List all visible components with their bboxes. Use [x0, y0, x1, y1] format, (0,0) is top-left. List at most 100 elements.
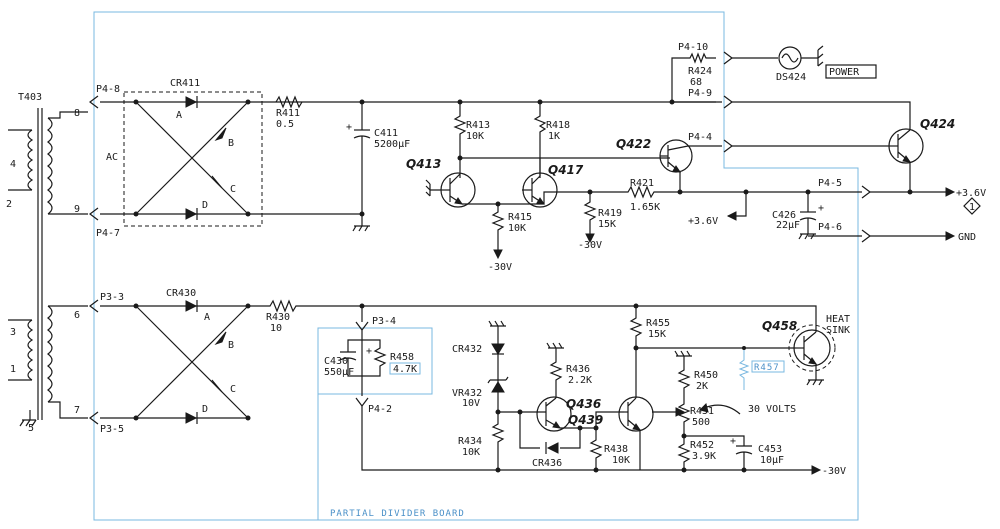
c430-value: 550µF	[324, 367, 354, 378]
c426-ref: C426	[772, 210, 796, 221]
vr432-label: VR432	[452, 388, 482, 399]
r455-ref: R455	[646, 318, 670, 329]
r413-value: 10K	[466, 131, 484, 142]
neg30v-label-1: -30V	[488, 262, 512, 273]
cr430-d-label: D	[202, 404, 208, 415]
r438-symbol	[589, 428, 603, 470]
connector-p4-6-icon	[861, 229, 871, 243]
r424-value: 68	[690, 77, 702, 88]
cr436-label: CR436	[532, 458, 562, 469]
t403-pin-5: 5	[28, 423, 34, 434]
transformer-t403	[8, 108, 88, 427]
r430-symbol	[248, 299, 362, 313]
r411-value: 0.5	[276, 119, 294, 130]
r436-symbol	[549, 356, 563, 398]
connector-p4-4-label: P4-4	[688, 132, 712, 143]
connector-p4-8-label: P4-8	[96, 84, 120, 95]
cr430-c-label: C	[230, 384, 236, 395]
r450-symbol	[677, 364, 691, 398]
c426-value: 22µF	[776, 220, 800, 231]
connector-p4-8-icon	[89, 95, 99, 109]
q439-transistor	[618, 348, 654, 470]
connector-p3-4-label: P3-4	[372, 316, 396, 327]
c453-symbol	[684, 435, 753, 470]
connector-p4-2-label: P4-2	[368, 404, 392, 415]
r424-ref: R424	[688, 66, 712, 77]
q424-label: Q424	[920, 117, 955, 131]
arrow-3v6-icon	[726, 211, 737, 221]
connector-p4-2-icon	[355, 397, 369, 407]
r418-symbol	[533, 102, 547, 178]
r438-ref: R438	[604, 444, 628, 455]
q439-label: Q439	[568, 413, 603, 427]
r452-symbol	[677, 436, 691, 470]
diamond-label: 1	[969, 202, 975, 213]
neg30v-label-2: -30V	[578, 240, 602, 251]
r411-symbol	[275, 95, 303, 109]
connector-p4-5-icon	[861, 185, 871, 199]
neg30v-label-3: -30V	[822, 466, 846, 477]
t403-pin-2: 2	[6, 199, 12, 210]
r434-symbol	[491, 412, 505, 470]
connector-p3-3-icon	[89, 299, 99, 313]
q458-label: Q458	[762, 319, 797, 333]
c430-plus: +	[366, 346, 372, 357]
pos3v6-label: +3.6V	[688, 216, 718, 227]
cr430-a-label: A	[204, 312, 210, 323]
connector-p3-3-label: P3-3	[100, 292, 124, 303]
connector-p4-9-icon	[723, 95, 733, 109]
heat-label: HEAT	[826, 314, 850, 325]
r434-value: 10K	[462, 447, 480, 458]
r419-value: 15K	[598, 219, 616, 230]
bridge-cr430	[100, 300, 251, 424]
connector-p4-10-icon	[723, 51, 733, 65]
cr430-b-label: B	[228, 340, 234, 351]
r418-ref: R418	[546, 120, 570, 131]
pin-7-label: 7	[74, 405, 80, 416]
cr436-diode-icon	[546, 442, 559, 454]
neg30-bottom-rail	[361, 406, 812, 471]
t403-pin-4: 4	[10, 159, 16, 170]
r451-ref: R451	[690, 406, 714, 417]
q413-transistor	[425, 172, 498, 208]
arrow-out-3v6-icon	[945, 187, 956, 197]
r411-ref: R411	[276, 108, 300, 119]
cr411-ac-label: AC	[106, 152, 118, 163]
connector-p4-7-icon	[89, 207, 99, 221]
connector-p3-4-icon	[355, 321, 369, 331]
r457-ref: R457	[754, 363, 780, 373]
q436-transistor	[498, 396, 624, 432]
cr411-b-label: B	[228, 138, 234, 149]
board-label: PARTIAL DIVIDER BOARD	[330, 509, 465, 519]
out-3v6-label: +3.6V	[956, 188, 986, 199]
pin-8-label: 8	[74, 108, 80, 119]
connector-p4-7-label: P4-7	[96, 228, 120, 239]
r430-value: 10	[270, 323, 282, 334]
t403-pin-1: 1	[10, 364, 16, 375]
r421-ref: R421	[630, 178, 654, 189]
c411-ref: C411	[374, 128, 398, 139]
arrow-neg30-left-icon	[493, 249, 503, 260]
gnd-label: GND	[958, 232, 976, 243]
c411-plus: +	[346, 122, 352, 133]
sink-label: SINK	[826, 325, 850, 336]
r413-symbol	[453, 102, 467, 158]
vr432-zener-icon	[491, 381, 505, 393]
c411-symbol	[352, 99, 371, 232]
pin-6-label: 6	[74, 310, 80, 321]
volts-30-label: 30 VOLTS	[748, 404, 796, 415]
q422-transistor	[659, 139, 693, 192]
q417-transistor	[498, 158, 590, 208]
t403-pin-3: 3	[10, 327, 16, 338]
connector-p3-5-icon	[89, 411, 99, 425]
r452-ref: R452	[690, 440, 714, 451]
diamond-marker-icon	[963, 197, 981, 215]
board-outline	[93, 11, 859, 521]
r438-value: 10K	[612, 455, 630, 466]
arrow-neg30-right-icon	[811, 465, 822, 475]
c430-ref: C430	[324, 356, 348, 367]
q417-label: Q417	[548, 163, 584, 177]
q436-label: Q436	[566, 397, 601, 411]
cr411-label: CR411	[170, 78, 200, 89]
r458-value: 4.7K	[393, 364, 417, 375]
